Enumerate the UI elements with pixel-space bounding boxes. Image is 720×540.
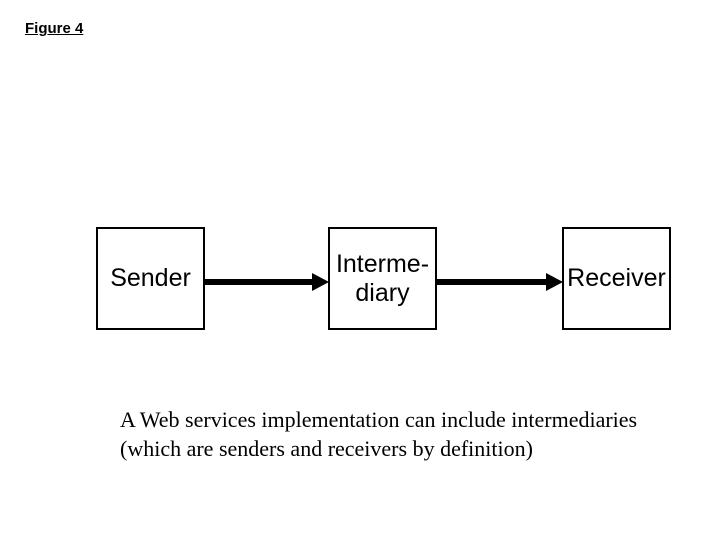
diagram-node-intermediary: Interme- diary	[328, 227, 437, 330]
figure-caption: A Web services implementation can includ…	[120, 405, 705, 463]
diagram-node-sender: Sender	[96, 227, 205, 330]
caption-line-2: (which are senders and receivers by defi…	[120, 436, 533, 461]
diagram-node-receiver: Receiver	[562, 227, 671, 330]
arrow-intermediary-to-receiver-icon	[437, 273, 563, 291]
node-label-intermediary: Interme- diary	[335, 249, 430, 307]
node-label-sender: Sender	[110, 264, 191, 292]
caption-line-1: A Web services implementation can includ…	[120, 407, 638, 432]
arrow-sender-to-intermediary-icon	[205, 273, 329, 291]
figure-label: Figure 4	[25, 20, 84, 37]
node-label-receiver: Receiver	[567, 264, 666, 292]
